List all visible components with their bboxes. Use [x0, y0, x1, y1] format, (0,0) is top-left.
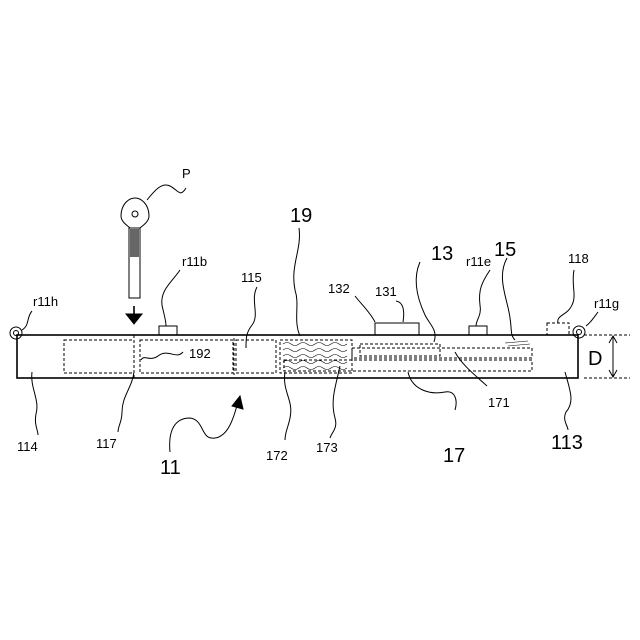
channel-17: [284, 360, 532, 371]
end-circle-r11g: [573, 326, 585, 338]
component-15-marks: [505, 341, 530, 346]
compartment-192: [140, 340, 233, 373]
label-171: 171: [488, 395, 510, 410]
label-p: P: [182, 166, 191, 181]
label-11: 11: [160, 457, 181, 479]
label-172: 172: [266, 448, 288, 463]
label-118: 118: [568, 251, 589, 266]
label-r11g: r11g: [594, 296, 619, 311]
label-17: 17: [443, 445, 465, 467]
label-114: 114: [17, 439, 38, 454]
label-r11b: r11b: [182, 254, 207, 269]
label-15: 15: [494, 239, 516, 261]
bump-131: [375, 323, 419, 335]
label-113: 113: [551, 432, 583, 454]
end-circle-r11h: [10, 327, 22, 339]
label-115: 115: [241, 270, 262, 285]
component-132-outline: [360, 344, 440, 356]
label-19: 19: [290, 205, 312, 227]
bump-r11e: [469, 326, 487, 335]
probe-p: [121, 198, 149, 298]
compartment-115: [236, 340, 276, 373]
compartment-117: [64, 340, 134, 373]
main-body: [17, 335, 578, 378]
label-192: 192: [189, 346, 211, 361]
insertion-arrow: [126, 306, 142, 324]
label-d: D: [588, 348, 602, 370]
label-117: 117: [96, 436, 117, 451]
label-173: 173: [316, 440, 338, 455]
bump-118: [547, 323, 569, 335]
label-13: 13: [431, 243, 453, 265]
label-131: 131: [375, 284, 397, 299]
bump-r11b: [159, 326, 177, 335]
label-132: 132: [328, 281, 350, 296]
label-r11h: r11h: [33, 294, 58, 309]
arrow-11: [170, 396, 243, 452]
label-r11e: r11e: [466, 254, 491, 269]
hatched-region-19: [280, 340, 352, 373]
